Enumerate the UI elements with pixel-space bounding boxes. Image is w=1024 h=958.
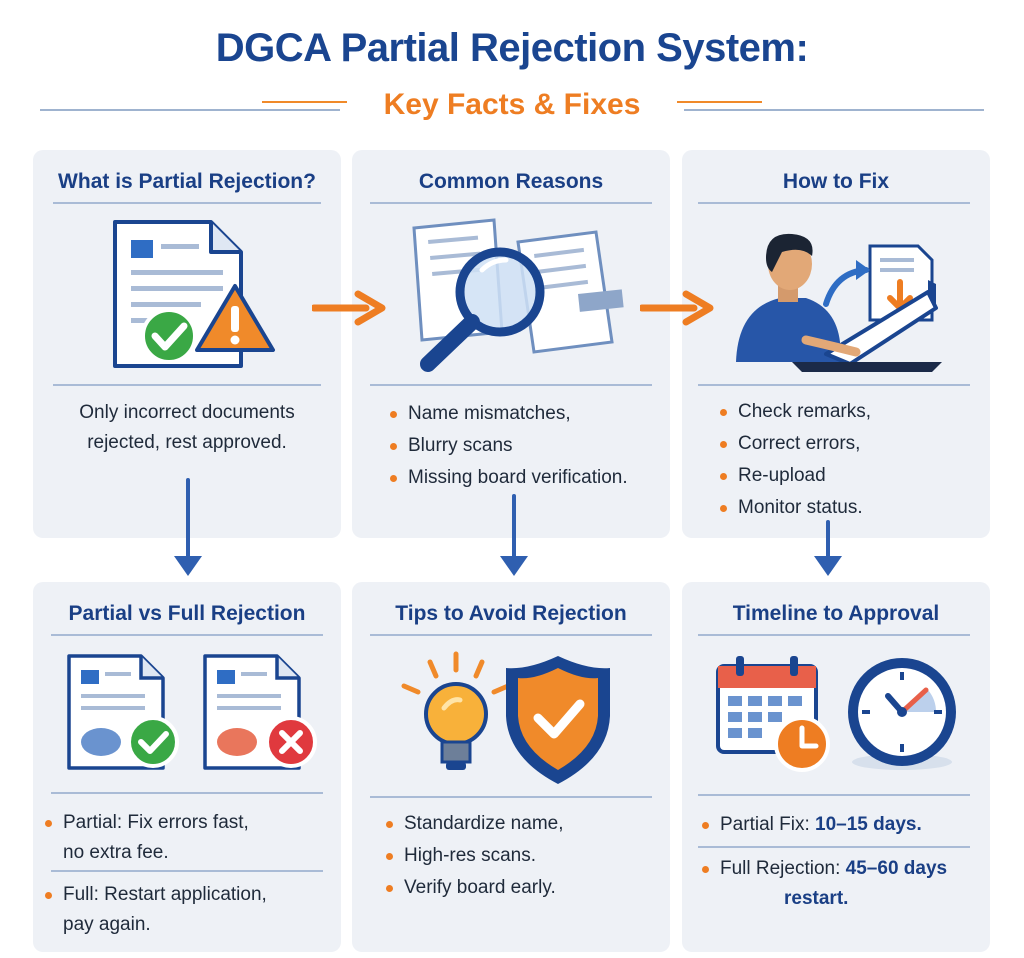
reasons-list: Name mismatches, Blurry scans Missing bo… bbox=[388, 398, 658, 494]
card-title: Tips to Avoid Rejection bbox=[395, 602, 627, 625]
timeline-line: Partial Fix: 10–15 days. bbox=[700, 810, 986, 840]
list-item: Standardize name, bbox=[384, 808, 654, 840]
timeline-illustration bbox=[716, 656, 956, 772]
card-tips-to-avoid-rejection: Tips to Avoid Rejection Standardize name… bbox=[352, 582, 670, 952]
partial-line: Partial: Fix errors fast, bbox=[43, 808, 333, 838]
card-divider bbox=[698, 846, 970, 848]
timeline-label: Partial Fix: bbox=[720, 814, 816, 835]
card-what-is-partial-rejection: What is Partial Rejection? Only incorrec… bbox=[33, 150, 341, 538]
partial-line: no extra fee. bbox=[63, 842, 169, 863]
timeline-value: restart. bbox=[784, 888, 849, 909]
list-item: Correct errors, bbox=[718, 428, 978, 460]
magnifier-icon bbox=[420, 247, 545, 372]
lightbulb-icon bbox=[401, 651, 511, 770]
partial-fix-timeline: Partial Fix: 10–15 days. bbox=[700, 810, 986, 840]
full-line: pay again. bbox=[63, 914, 151, 935]
list-item: Verify board early. bbox=[384, 872, 654, 904]
page-subtitle: Key Facts & Fixes bbox=[383, 88, 641, 121]
accent-line-left bbox=[262, 101, 347, 103]
card-divider bbox=[51, 634, 323, 636]
card-divider bbox=[51, 792, 323, 794]
person-laptop-illustration bbox=[736, 233, 942, 372]
timeline-line: restart. bbox=[700, 884, 986, 914]
warning-icon bbox=[195, 284, 275, 352]
card-how-to-fix: How to Fix Check remarks, Correct errors… bbox=[682, 150, 990, 538]
list-item: Name mismatches, bbox=[388, 398, 658, 430]
card-divider bbox=[370, 634, 652, 636]
list-item: Blurry scans bbox=[388, 430, 658, 462]
list-item: Monitor status. bbox=[718, 492, 978, 524]
rejected-document-icon bbox=[203, 654, 317, 770]
comparison-illustration bbox=[67, 654, 317, 770]
card-divider bbox=[698, 634, 970, 636]
list-item: High-res scans. bbox=[384, 840, 654, 872]
clock-icon bbox=[848, 658, 956, 770]
card-title: Timeline to Approval bbox=[732, 602, 940, 625]
definition-text: Only incorrect documents rejected, rest … bbox=[43, 398, 331, 458]
card-divider bbox=[370, 202, 652, 204]
card-divider bbox=[53, 202, 321, 204]
card-divider bbox=[698, 794, 970, 796]
arrow-down-icon bbox=[814, 520, 842, 576]
arrow-right-icon bbox=[640, 290, 714, 326]
divider-left bbox=[40, 109, 340, 111]
timeline-label: Full Rejection: bbox=[720, 858, 846, 879]
card-title: Common Reasons bbox=[418, 170, 604, 193]
tips-illustration bbox=[401, 651, 610, 784]
full-rejection-note: Full: Restart application, pay again. bbox=[43, 880, 333, 940]
list-item: Re-upload bbox=[718, 460, 978, 492]
full-rejection-timeline: Full Rejection: 45–60 days restart. bbox=[700, 854, 986, 914]
check-badge-icon bbox=[141, 308, 197, 364]
card-divider bbox=[370, 384, 652, 386]
subtitle-row: Key Facts & Fixes bbox=[40, 86, 984, 126]
card-title: What is Partial Rejection? bbox=[58, 170, 316, 193]
approved-document-icon bbox=[67, 654, 179, 770]
card-divider bbox=[698, 202, 970, 204]
timeline-value: 10–15 days. bbox=[815, 814, 922, 835]
card-title: Partial vs Full Rejection bbox=[68, 602, 306, 625]
card-divider bbox=[53, 384, 321, 386]
arrow-right-icon bbox=[312, 290, 386, 326]
card-divider bbox=[370, 796, 652, 798]
card-timeline-to-approval: Timeline to Approval bbox=[682, 582, 990, 952]
list-item: Check remarks, bbox=[718, 396, 978, 428]
card-divider bbox=[698, 384, 970, 386]
list-item: Missing board verification. bbox=[388, 462, 658, 494]
arrow-down-icon bbox=[174, 478, 202, 576]
search-documents-illustration bbox=[412, 218, 624, 372]
definition-line: Only incorrect documents bbox=[79, 402, 295, 423]
shield-check-icon bbox=[506, 656, 610, 784]
partial-rejection-note: Partial: Fix errors fast, no extra fee. bbox=[43, 808, 333, 868]
full-line: Full: Restart application, bbox=[43, 880, 333, 910]
fix-steps-list: Check remarks, Correct errors, Re-upload… bbox=[718, 396, 978, 524]
card-title: How to Fix bbox=[782, 170, 890, 193]
arrow-down-icon bbox=[500, 494, 528, 576]
card-divider bbox=[51, 870, 323, 872]
page-title: DGCA Partial Rejection System: bbox=[215, 26, 809, 70]
document-warning-illustration bbox=[113, 220, 275, 368]
timeline-line: Full Rejection: 45–60 days bbox=[700, 854, 986, 884]
accent-line-right bbox=[677, 101, 762, 103]
calendar-icon bbox=[716, 656, 830, 772]
timeline-value: 45–60 days bbox=[845, 858, 948, 879]
card-common-reasons: Common Reasons Name mismatches, Blurry s… bbox=[352, 150, 670, 538]
definition-line: rejected, rest approved. bbox=[87, 432, 287, 453]
card-partial-vs-full: Partial vs Full Rejection Partial: bbox=[33, 582, 341, 952]
person-laptop-icon bbox=[736, 233, 942, 372]
divider-right bbox=[684, 109, 984, 111]
tips-list: Standardize name, High-res scans. Verify… bbox=[384, 808, 654, 904]
